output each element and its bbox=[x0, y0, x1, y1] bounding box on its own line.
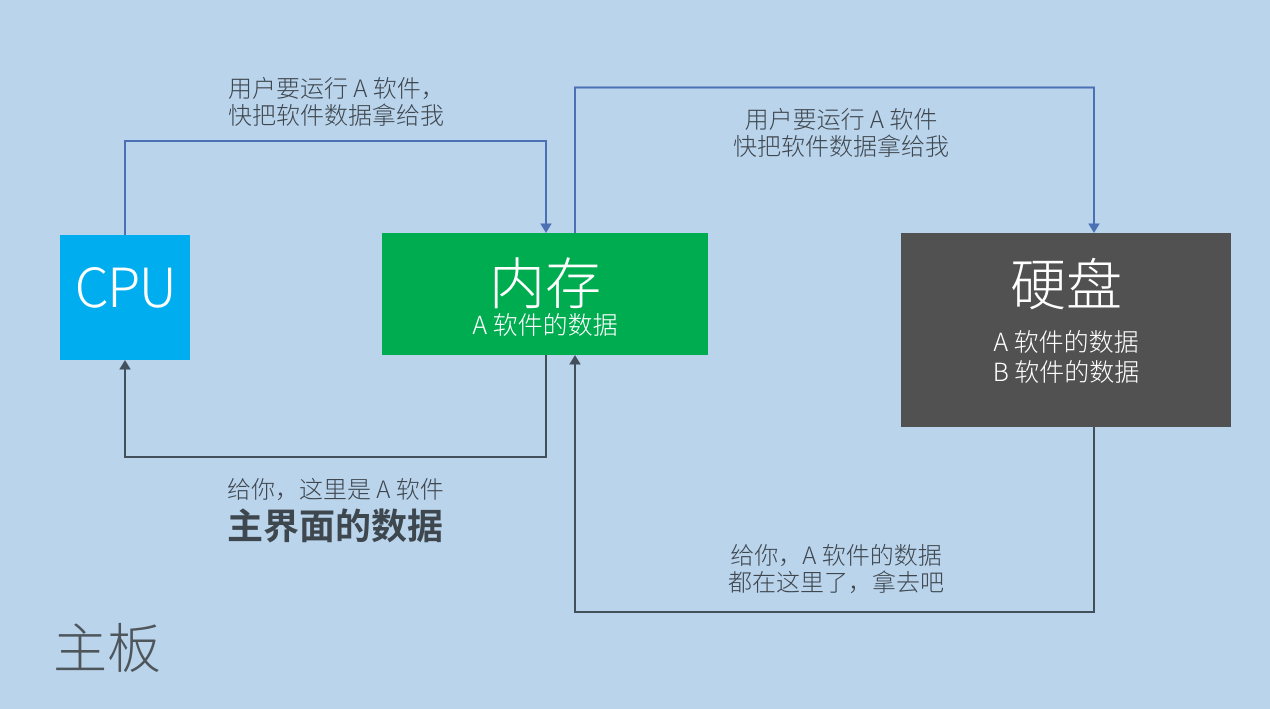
label-cpu-request: 用户要运行 A 软件， 快把软件数据拿给我 bbox=[228, 73, 445, 127]
disk-box: 硬盘 A 软件的数据 B 软件的数据 bbox=[901, 233, 1231, 427]
cpu-box: CPU bbox=[60, 235, 190, 360]
disk-box-content-b: B 软件的数据 bbox=[992, 353, 1140, 389]
memory-box: 内存 A 软件的数据 bbox=[382, 233, 708, 355]
label-motherboard: 主板 bbox=[53, 605, 161, 684]
arrow-disk-to-memory bbox=[569, 355, 1095, 613]
label-memory-reply: 给你，这里是 A 软件 主界面的数据 bbox=[227, 474, 444, 544]
label-cpu-request-line2: 快把软件数据拿给我 bbox=[228, 96, 444, 131]
memory-box-content: A 软件的数据 bbox=[472, 306, 618, 342]
label-memory-reply-line1: 给你，这里是 A 软件 bbox=[227, 470, 444, 505]
label-memory-request: 用户要运行 A 软件 快把软件数据拿给我 bbox=[691, 104, 991, 158]
cpu-box-title: CPU bbox=[74, 243, 177, 323]
label-memory-request-line2: 快把软件数据拿给我 bbox=[733, 127, 949, 162]
arrow-memory-to-cpu bbox=[119, 355, 547, 458]
label-cpu-request-line1: 用户要运行 A 软件， bbox=[228, 69, 445, 104]
label-memory-request-line1: 用户要运行 A 软件 bbox=[744, 100, 938, 135]
arrowhead-up-icon bbox=[569, 355, 581, 365]
label-disk-reply-line1: 给你，A 软件的数据 bbox=[730, 536, 942, 571]
label-disk-reply-line2: 都在这里了，拿去吧 bbox=[728, 563, 944, 598]
arrow-memory-to-disk bbox=[574, 86, 1100, 233]
arrow-cpu-to-memory bbox=[124, 140, 552, 235]
arrowhead-down-icon bbox=[540, 223, 552, 233]
memory-box-title: 内存 bbox=[488, 240, 601, 321]
arrowhead-up-icon bbox=[119, 360, 131, 370]
arrowhead-down-icon bbox=[1088, 223, 1100, 233]
disk-box-content-a: A 软件的数据 bbox=[993, 323, 1139, 359]
label-disk-reply: 给你，A 软件的数据 都在这里了，拿去吧 bbox=[727, 540, 945, 594]
disk-box-title: 硬盘 bbox=[1009, 241, 1122, 322]
label-memory-reply-line2: 主界面的数据 bbox=[227, 498, 444, 550]
